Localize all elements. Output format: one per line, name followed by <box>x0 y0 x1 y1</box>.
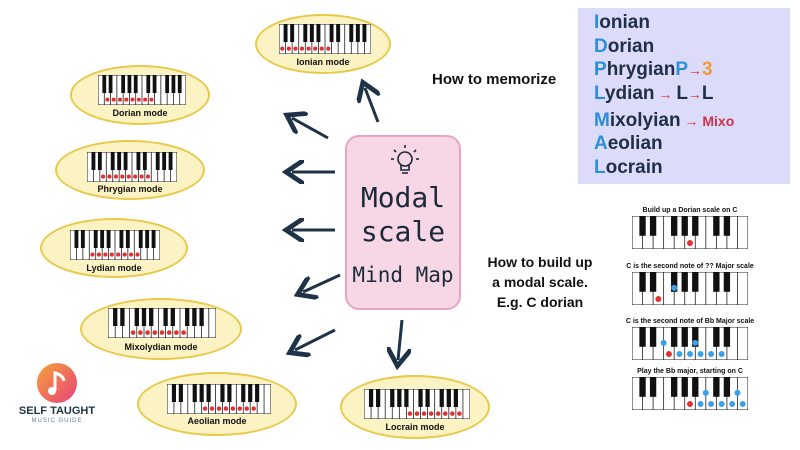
keyboard-mixolydian <box>108 308 216 338</box>
keyboard-locrian <box>364 389 470 419</box>
arrow-to-aeolian <box>295 328 336 350</box>
arrow-to-locrian <box>398 319 402 360</box>
build-step-caption: Play the Bb major, starting on C <box>637 368 743 375</box>
mode-dorian: Dorian mode <box>70 65 210 125</box>
keyboard-aeolian <box>167 384 271 414</box>
keyboard-dorian <box>98 75 186 105</box>
mode-mixolydian: Mixolydian mode <box>80 298 242 360</box>
arrow-right-icon: → <box>687 86 702 102</box>
memorize-row: PhrygianP→3 <box>594 59 713 80</box>
mode-ionian: Ionian mode <box>255 14 391 74</box>
center-title-line2: scale <box>360 215 446 248</box>
mode-label: Locrain mode <box>385 422 445 432</box>
keyboard-phrygian <box>87 152 177 182</box>
center-mind-map-box: Modal scale Mind Map <box>345 135 461 310</box>
hint-from: P <box>675 59 688 80</box>
memorize-row: Dorian <box>594 36 655 57</box>
mode-locrian: Locrain mode <box>340 375 490 439</box>
mode-label: Aeolian mode <box>187 416 247 426</box>
mode-phrygian: Phrygian mode <box>55 140 205 200</box>
center-title-line1: Modal <box>360 181 446 214</box>
mode-label: Lydian mode <box>86 263 142 273</box>
arrow-to-ionian <box>365 88 378 123</box>
mode-lydian: Lydian mode <box>40 218 188 278</box>
lightbulb-icon <box>391 145 419 174</box>
memorize-row: Mixolyian → Mixo <box>594 110 735 131</box>
keyboard-step-2 <box>632 272 748 305</box>
hint-from: L <box>676 83 688 104</box>
mode-label: Mixolydian mode <box>124 342 198 352</box>
memorize-row: Ionian <box>594 12 650 33</box>
keyboard-ionian <box>279 24 371 54</box>
build-step-caption: Build up a Dorian scale on C <box>642 207 738 214</box>
memorize-box: Ionian Dorian PhrygianP→3 Lydian → L→L M… <box>578 8 790 184</box>
arrow-to-dorian <box>292 118 329 140</box>
logo-subtitle: MUSIC GUIDE <box>31 418 83 424</box>
build-heading-line3: E.g. C dorian <box>496 294 584 310</box>
center-title-line3: Mind Map <box>352 263 454 287</box>
build-heading-line1: How to build up <box>487 254 593 270</box>
memorize-row: Locrain <box>594 157 663 178</box>
mode-label: Dorian mode <box>112 108 168 118</box>
build-step-caption: C is the second note of Bb Major scale <box>625 318 755 325</box>
arrow-right-icon: → <box>654 86 677 102</box>
memorize-heading: How to memorize <box>432 71 557 88</box>
keyboard-step-3 <box>632 327 748 360</box>
logo-title: SELF TAUGHT <box>18 405 96 417</box>
hint-to: L <box>701 83 714 104</box>
hint-to: 3 <box>702 59 713 80</box>
memorize-row: Lydian → L→L <box>594 83 714 104</box>
memorize-row: Aeolian <box>594 133 663 154</box>
keyboard-step-4 <box>632 377 748 410</box>
music-note-logo-icon <box>37 363 77 403</box>
keyboard-step-1 <box>632 216 748 249</box>
arrow-right-icon: → <box>680 113 703 129</box>
build-heading-line2: a modal scale. <box>492 274 588 290</box>
arrow-to-mixolydian <box>303 273 341 292</box>
mode-label: Ionian mode <box>296 57 350 67</box>
arrow-right-icon: → <box>688 62 702 78</box>
mode-label: Phrygian mode <box>97 184 163 194</box>
keyboard-lydian <box>70 230 160 260</box>
mode-aeolian: Aeolian mode <box>137 372 297 436</box>
build-step-caption: C is the second note of ?? Major scale <box>626 263 754 270</box>
hint-to: Mixo <box>702 113 735 129</box>
